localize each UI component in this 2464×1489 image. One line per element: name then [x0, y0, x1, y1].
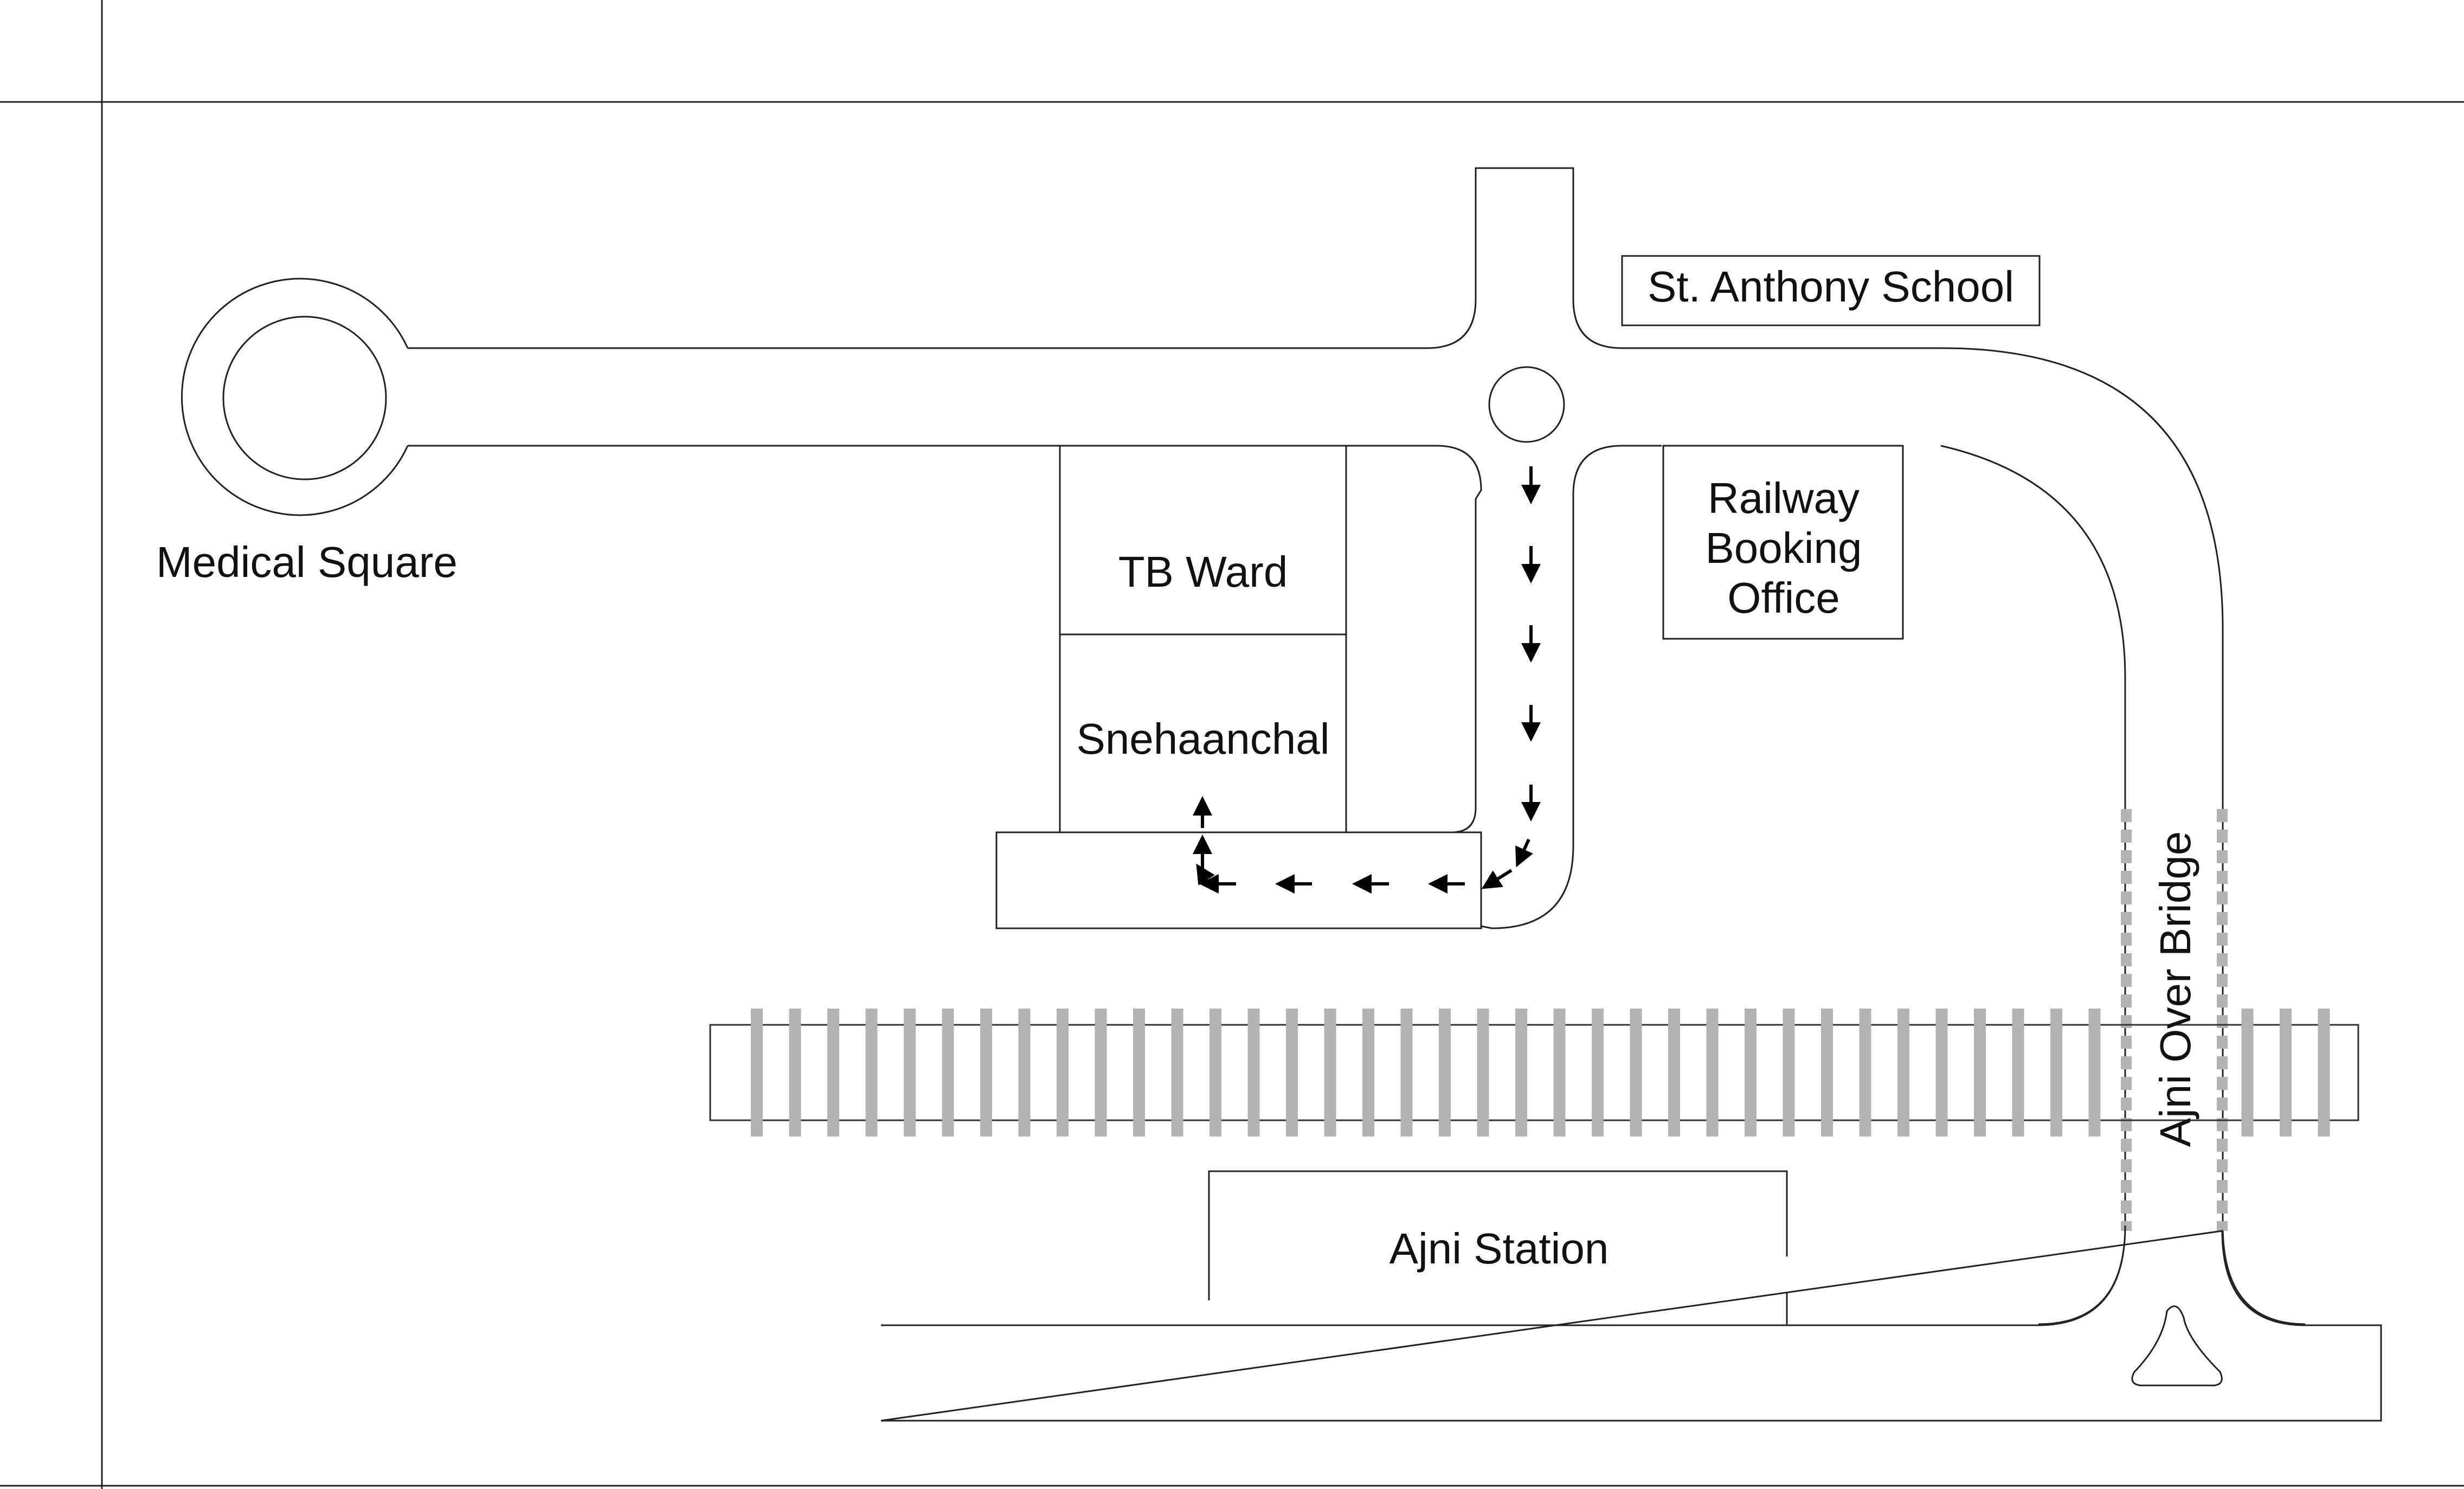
rail-sleeper [1018, 1009, 1031, 1137]
rail-sleeper [1974, 1009, 1986, 1137]
rail-sleeper [904, 1009, 916, 1137]
railway-track [709, 1009, 2359, 1137]
rail-sleeper [1324, 1009, 1336, 1137]
rail-sleeper [1057, 1009, 1069, 1137]
railway-booking-office-label-line3: Office [1727, 574, 1840, 622]
rail-sleeper [1515, 1009, 1527, 1137]
rail-sleeper [2088, 1009, 2101, 1137]
rail-sleeper [1362, 1009, 1374, 1137]
rail-sleeper [1935, 1009, 1948, 1137]
hospital-lane [995, 831, 1482, 929]
rail-sleeper [2318, 1009, 2330, 1137]
tb-ward-building: TB Ward [1059, 445, 1347, 636]
rail-sleeper [1553, 1009, 1566, 1137]
tb-ward-label: TB Ward [1118, 548, 1288, 596]
rail-sleeper [865, 1009, 878, 1137]
ajni-over-bridge-label: Ajni Over Bridge [2151, 831, 2199, 1147]
rail-sleeper [942, 1009, 954, 1137]
st-anthony-school-label: St. Anthony School [1648, 262, 2014, 311]
rail-sleeper [1439, 1009, 1451, 1137]
medical-square-label: Medical Square [156, 538, 458, 586]
route-arrow-icon [1481, 869, 1513, 889]
rail-sleeper [1821, 1009, 1833, 1137]
snehaanchal-label: Snehaanchal [1076, 715, 1329, 763]
ajni-over-bridge-edges [2121, 809, 2228, 1231]
roundabout-icon [1488, 366, 1565, 443]
rail-sleeper [1171, 1009, 1183, 1137]
rail-sleeper [827, 1009, 839, 1137]
main-road [408, 167, 2306, 1325]
station-road [880, 1225, 2382, 1422]
medical-square-roundabout [181, 278, 409, 516]
rail-sleeper [1859, 1009, 1871, 1137]
rail-sleeper [1783, 1009, 1795, 1137]
rail-sleeper [1400, 1009, 1413, 1137]
rail-sleeper [2241, 1009, 2254, 1137]
rail-sleeper [1745, 1009, 1757, 1137]
rail-sleeper [1630, 1009, 1642, 1137]
railway-booking-office-label-line1: Railway [1708, 474, 1860, 522]
rail-sleeper [1706, 1009, 1719, 1137]
rail-sleeper [1668, 1009, 1680, 1137]
ajni-station-label: Ajni Station [1389, 1224, 1609, 1273]
rail-sleeper [1133, 1009, 1145, 1137]
rail-sleeper [2012, 1009, 2024, 1137]
rail-sleeper [1897, 1009, 1909, 1137]
st-anthony-school: St. Anthony School [1621, 255, 2041, 326]
rail-sleeper [1286, 1009, 1298, 1137]
rail-sleeper [1477, 1009, 1489, 1137]
rail-sleeper [789, 1009, 801, 1137]
route-arrows [1193, 466, 1541, 894]
traffic-island-icon [2131, 1305, 2223, 1387]
rail-sleeper [980, 1009, 992, 1137]
snehaanchal-building: Snehaanchal [1059, 633, 1347, 833]
rail-sleeper [751, 1009, 763, 1137]
railway-booking-office-label-line2: Booking [1705, 524, 1862, 572]
route-arrow-icon [1515, 838, 1533, 868]
rail-sleeper [2280, 1009, 2292, 1137]
railway-booking-office: Railway Booking Office [1662, 445, 1904, 640]
rail-sleeper [1592, 1009, 1604, 1137]
rail-sleeper [1210, 1009, 1221, 1137]
route-arrow-icon [1196, 863, 1215, 885]
rail-sleeper [1095, 1009, 1107, 1137]
rail-sleeper [2050, 1009, 2062, 1137]
rail-sleeper [1247, 1009, 1260, 1137]
